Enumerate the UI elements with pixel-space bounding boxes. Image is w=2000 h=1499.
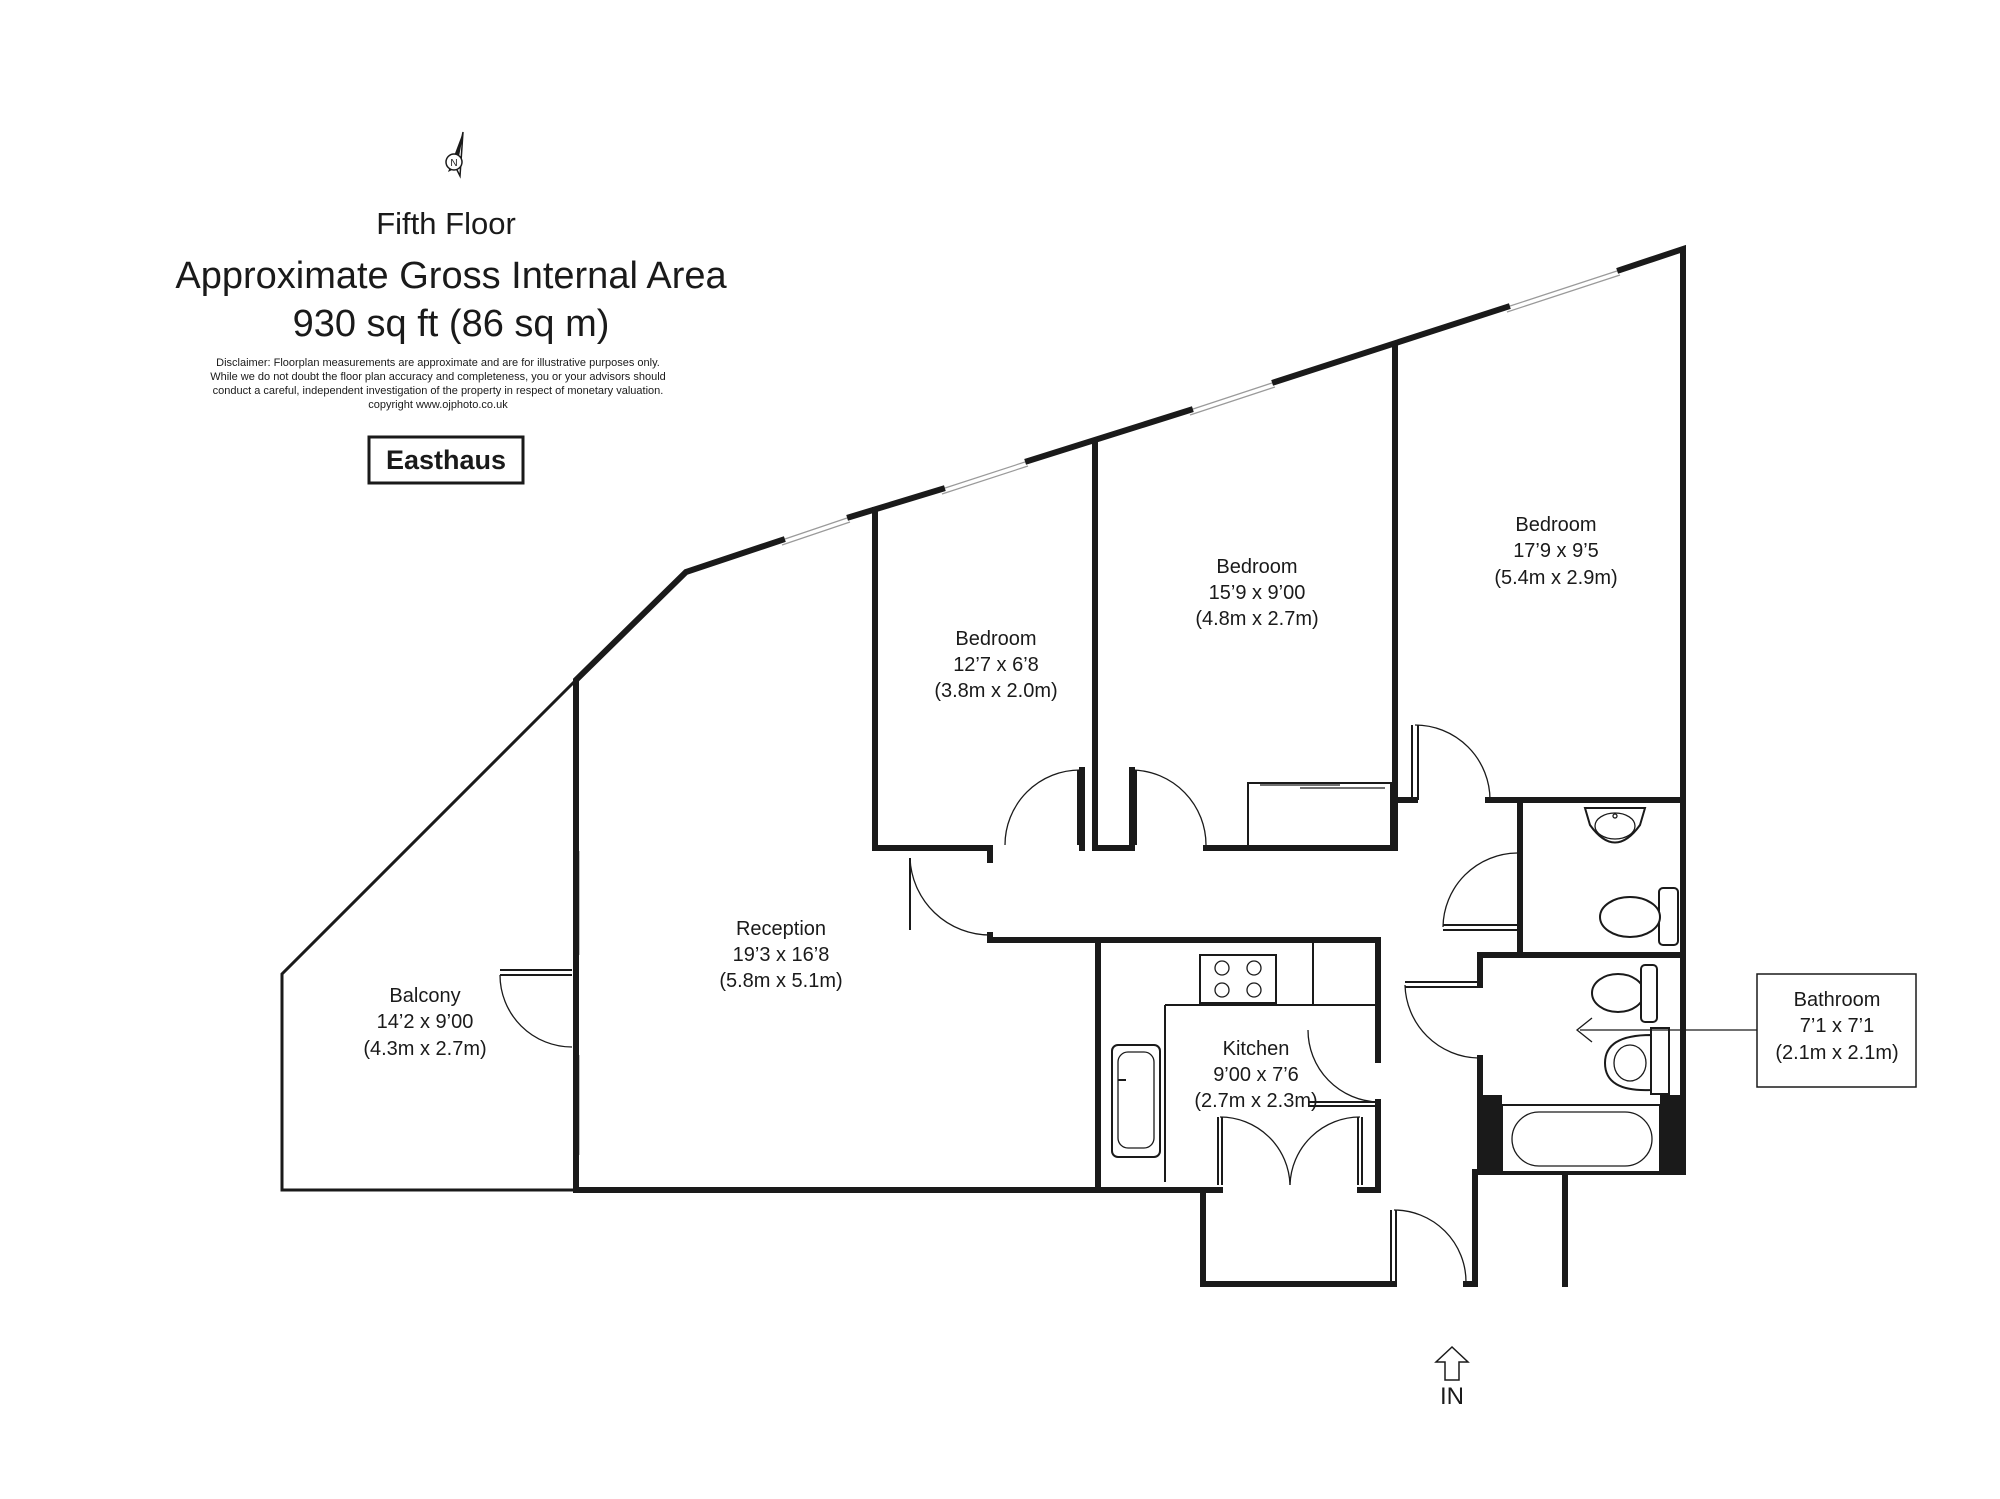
brand-logo: Easthaus (367, 435, 525, 485)
disclaimer-line-3: conduct a careful, independent investiga… (213, 385, 664, 397)
room-name: Reception (736, 918, 826, 940)
brand-name: Easthaus (386, 445, 506, 475)
room-size-metric: (5.4m x 2.9m) (1494, 567, 1617, 589)
room-bedroom-3: Bedroom 17’9 x 9’5 (5.4m x 2.9m) (1494, 514, 1617, 589)
bath-toilet-icon (1591, 964, 1658, 1023)
room-size-metric: (4.8m x 2.7m) (1195, 608, 1318, 630)
hob-icon (1199, 954, 1277, 1004)
entrance-label: IN (1440, 1383, 1464, 1410)
room-size-metric: (5.8m x 5.1m) (719, 970, 842, 992)
compass-label: N (450, 158, 457, 169)
basin-icon (1583, 807, 1647, 844)
room-name: Balcony (389, 985, 460, 1007)
room-bedroom-1: Bedroom 12’7 x 6’8 (3.8m x 2.0m) (934, 628, 1057, 702)
area-value: 930 sq ft (86 sq m) (293, 303, 610, 345)
toilet-icon (1599, 887, 1679, 946)
copyright-line: copyright www.ojphoto.co.uk (368, 399, 508, 411)
bath-basin-icon (1603, 1027, 1670, 1095)
room-size-metric: (2.7m x 2.3m) (1194, 1090, 1317, 1112)
room-name: Bathroom (1794, 989, 1881, 1011)
room-name: Bedroom (955, 628, 1036, 650)
room-reception: Reception 19’3 x 16’8 (5.8m x 5.1m) (719, 918, 842, 992)
room-balcony: Balcony 14’2 x 9’00 (4.3m x 2.7m) (363, 985, 486, 1060)
bath-panels (1480, 1095, 1683, 1172)
room-name: Bedroom (1515, 514, 1596, 536)
bathroom-callout: Bathroom 7’1 x 7’1 (2.1m x 2.1m) (1575, 973, 1917, 1088)
room-size-metric: (4.3m x 2.7m) (363, 1038, 486, 1060)
kitchen-sink-icon (1111, 1044, 1161, 1158)
floor-name: Fifth Floor (376, 206, 516, 241)
entrance-marker: IN (1434, 1345, 1470, 1410)
disclaimer-line-2: While we do not doubt the floor plan acc… (210, 371, 666, 383)
room-size-metric: (3.8m x 2.0m) (934, 680, 1057, 702)
room-size-imperial: 7’1 x 7’1 (1800, 1015, 1875, 1037)
room-size-metric: (2.1m x 2.1m) (1775, 1042, 1898, 1064)
room-size-imperial: 14’2 x 9’00 (377, 1011, 474, 1033)
room-size-imperial: 15’9 x 9’00 (1209, 582, 1306, 604)
room-kitchen: Kitchen 9’00 x 7’6 (2.7m x 2.3m) (1194, 1038, 1317, 1112)
room-size-imperial: 9’00 x 7’6 (1213, 1064, 1299, 1086)
room-size-imperial: 17’9 x 9’5 (1513, 540, 1599, 562)
north-arrow-icon: N (445, 131, 464, 179)
doors (499, 724, 1518, 1283)
room-bedroom-2: Bedroom 15’9 x 9’00 (4.8m x 2.7m) (1195, 556, 1318, 630)
room-name: Kitchen (1223, 1038, 1290, 1060)
room-name: Bedroom (1216, 556, 1297, 578)
bathtub-icon (1501, 1104, 1661, 1173)
balcony-outline (280, 678, 578, 1192)
up-arrow-icon (1434, 1345, 1470, 1381)
area-title: Approximate Gross Internal Area (175, 255, 727, 297)
room-size-imperial: 19’3 x 16’8 (733, 944, 830, 966)
disclaimer-line-1: Disclaimer: Floorplan measurements are a… (216, 357, 660, 369)
room-size-imperial: 12’7 x 6’8 (953, 654, 1039, 676)
